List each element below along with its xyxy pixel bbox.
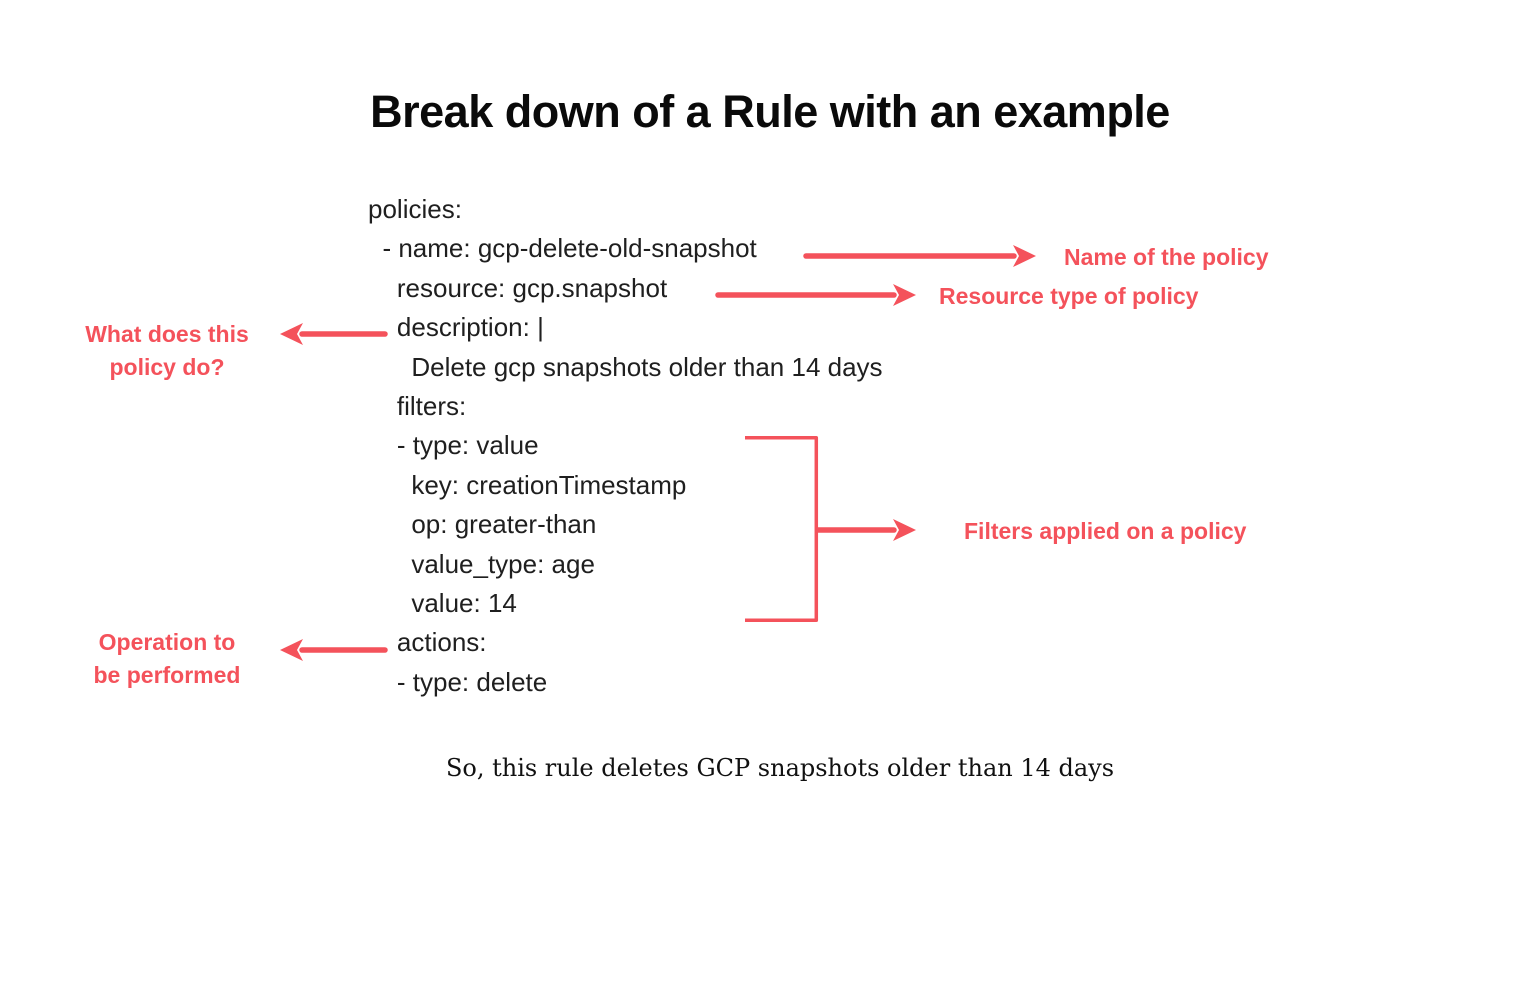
yaml-policy-code: policies: - name: gcp-delete-old-snapsho… [368, 194, 883, 697]
annotation-resource-type: Resource type of policy [939, 283, 1199, 309]
annotation-operation-performed: Operation to be performed [93, 629, 241, 688]
annotation-filters-applied: Filters applied on a policy [964, 518, 1247, 544]
conclusion-text: So, this rule deletes GCP snapshots olde… [445, 754, 1115, 782]
page-title: Break down of a Rule with an example [370, 86, 1170, 137]
annotation-policy-description: What does this policy do? [85, 321, 249, 380]
annotation-name-of-policy: Name of the policy [1064, 244, 1269, 270]
